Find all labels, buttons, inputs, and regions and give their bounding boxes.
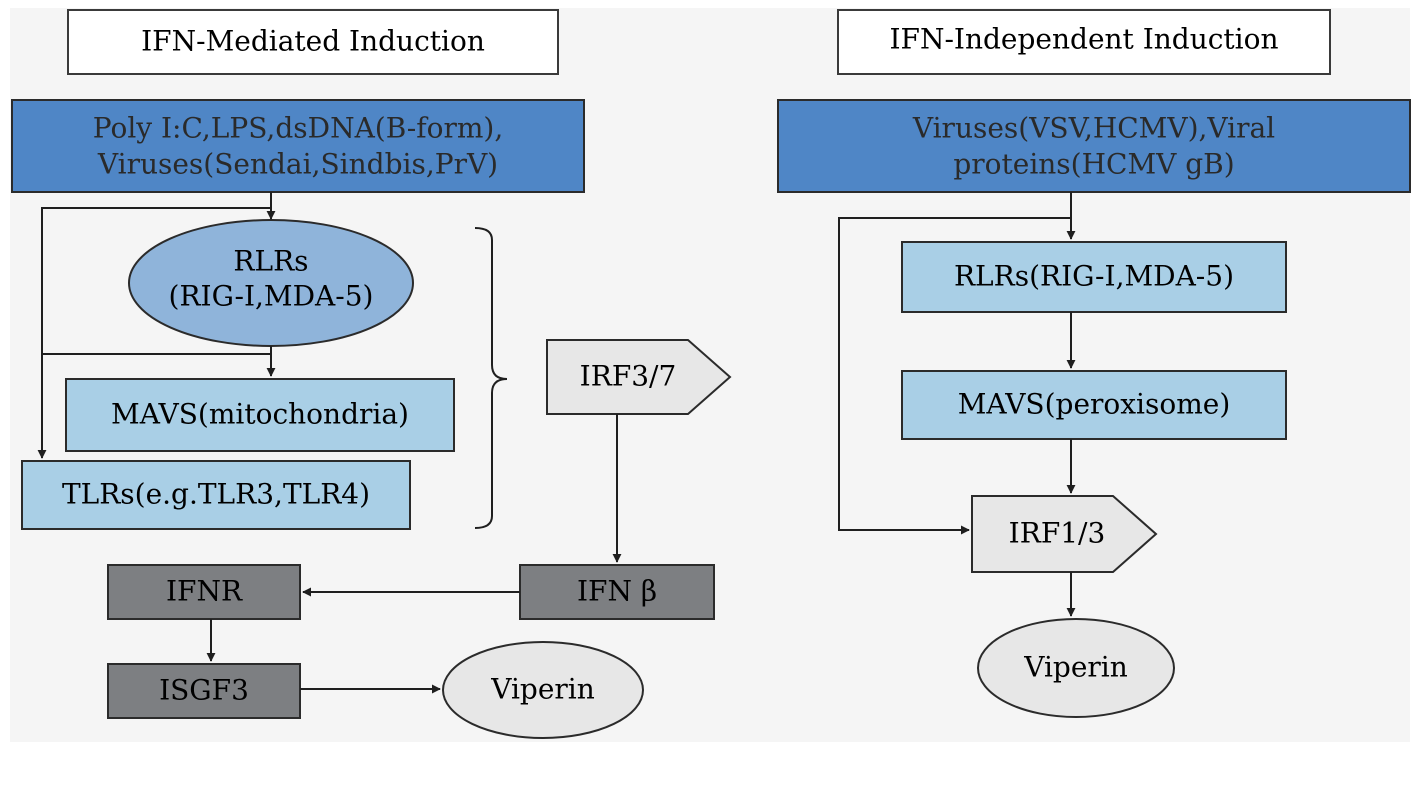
- arrow-inducers-to-irf-right: [838, 217, 1071, 535]
- right-rlrs-box: RLRs(RIG-I,MDA-5): [901, 241, 1287, 313]
- left-viperin-ellipse: Viperin: [442, 641, 644, 739]
- left-tlrs-box: TLRs(e.g.TLR3,TLR4): [21, 460, 411, 530]
- ifn-mediated-panel: IFN-Mediated Induction Poly I:C,LPS,dsDN…: [11, 9, 732, 739]
- left-inducers-line2: Viruses(Sendai,Sindbis,PrV): [97, 148, 498, 181]
- right-irf-pentagon: IRF1/3: [971, 495, 1158, 573]
- ifn-independent-panel: IFN-Independent Induction Viruses(VSV,HC…: [777, 9, 1411, 718]
- right-viperin-ellipse: Viperin: [977, 618, 1175, 718]
- left-ifn-box: IFN β: [519, 564, 715, 620]
- left-irf-label: IRF3/7: [580, 360, 677, 393]
- left-rlrs-ellipse: RLRs (RIG-I,MDA-5): [128, 219, 414, 347]
- left-title: IFN-Mediated Induction: [141, 25, 485, 58]
- left-ifn-label: IFN β: [577, 575, 657, 608]
- right-viperin-label: Viperin: [1023, 651, 1128, 684]
- right-title-box: IFN-Independent Induction: [837, 9, 1331, 75]
- right-irf-label: IRF1/3: [1009, 517, 1106, 550]
- left-ifnr-box: IFNR: [107, 564, 301, 620]
- right-rlrs-label: RLRs(RIG-I,MDA-5): [954, 260, 1234, 293]
- right-mavs-label: MAVS(peroxisome): [958, 388, 1231, 421]
- left-mavs-label: MAVS(mitochondria): [111, 398, 409, 431]
- left-viperin-label: Viperin: [490, 673, 595, 706]
- arrow-inducers-to-tlrs: [37, 207, 271, 459]
- right-inducers-line2: proteins(HCMV gB): [953, 148, 1234, 181]
- right-mavs-box: MAVS(peroxisome): [901, 370, 1287, 440]
- right-inducers-line1: Viruses(VSV,HCMV),Viral: [912, 112, 1275, 145]
- left-rlrs-line2: (RIG-I,MDA-5): [169, 280, 374, 313]
- left-tlrs-label: TLRs(e.g.TLR3,TLR4): [62, 478, 370, 511]
- left-inducers-line1: Poly I:C,LPS,dsDNA(B-form),: [93, 112, 504, 145]
- left-title-box: IFN-Mediated Induction: [67, 9, 559, 75]
- receptor-group-bracket: [474, 227, 508, 529]
- left-inducers-box: Poly I:C,LPS,dsDNA(B-form), Viruses(Send…: [11, 99, 585, 193]
- left-irf-pentagon: IRF3/7: [546, 339, 732, 415]
- right-title: IFN-Independent Induction: [889, 23, 1278, 56]
- left-isgf3-label: ISGF3: [159, 674, 249, 707]
- left-isgf3-box: ISGF3: [107, 663, 301, 719]
- left-ifnr-label: IFNR: [166, 575, 243, 608]
- left-rlrs-line1: RLRs: [233, 245, 308, 278]
- left-mavs-box: MAVS(mitochondria): [65, 378, 455, 452]
- right-inducers-box: Viruses(VSV,HCMV),Viral proteins(HCMV gB…: [777, 99, 1411, 193]
